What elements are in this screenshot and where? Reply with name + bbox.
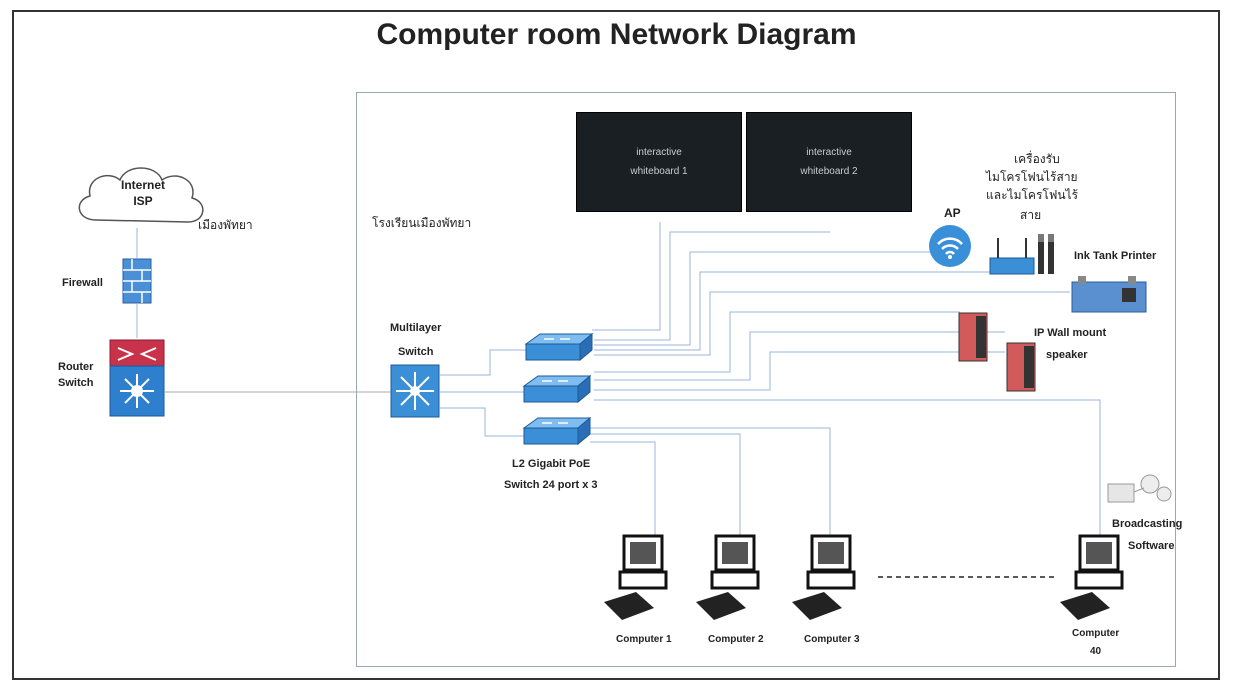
mic-receiver-line1: เครื่องรับ <box>1014 152 1060 166</box>
computer-40-label: Computer <box>1072 628 1120 639</box>
link-sw-speaker3 <box>594 351 1005 391</box>
city-label: เมืองพัทยา <box>198 218 253 232</box>
link-sw-printer <box>594 291 1070 356</box>
link-sw-pc3 <box>590 427 831 540</box>
link-sw-speaker2 <box>594 331 1005 381</box>
mic-receiver-line3: และไมโครโฟนไร้ <box>986 188 1079 202</box>
computer-1-label: Computer 1 <box>616 634 672 645</box>
l2-switch-label-line1: L2 Gigabit PoE <box>512 458 591 470</box>
printer-label: Ink Tank Printer <box>1074 250 1157 262</box>
computer-40-number: 40 <box>1090 646 1102 657</box>
whiteboard-2-line2: whiteboard 2 <box>800 166 858 177</box>
multilayer-label-line2: Switch <box>398 346 434 358</box>
router-label-line2: Switch <box>58 377 94 389</box>
whiteboard-1-line1: interactive <box>636 147 682 158</box>
interactive-whiteboard-2: interactive whiteboard 2 <box>746 112 912 212</box>
computer-1-icon <box>604 534 668 620</box>
link-sw-pc1 <box>590 441 656 540</box>
ap-label: AP <box>944 206 961 220</box>
printer-icon <box>1071 276 1147 313</box>
mic-receiver-line2: ไมโครโฟนไร้สาย <box>986 170 1078 184</box>
broadcasting-label-line1: Broadcasting <box>1112 518 1183 530</box>
link-sw-pc2 <box>590 433 741 540</box>
computer-3-label: Computer 3 <box>804 634 860 645</box>
isp-label: ISP <box>133 194 153 208</box>
speaker-label-line1: IP Wall mount <box>1034 327 1107 339</box>
link-sw-wb1 <box>592 222 661 331</box>
link-ml-switch1 <box>440 349 530 376</box>
school-label: โรงเรียนเมืองพัทยา <box>372 216 472 230</box>
wireless-mic-receiver-icon <box>989 234 1054 275</box>
whiteboard-2-line1: interactive <box>806 147 852 158</box>
link-sw-wb2 <box>594 231 830 341</box>
router-label-line1: Router <box>58 361 94 373</box>
firewall-label: Firewall <box>62 277 103 289</box>
firewall-icon <box>122 258 152 304</box>
l2-switch-1-icon <box>524 332 594 362</box>
computer-3-icon <box>792 534 856 620</box>
link-sw-mic <box>594 271 1000 351</box>
diagram-title: Computer room Network Diagram <box>376 18 857 51</box>
speaker-2-icon <box>1006 342 1036 392</box>
link-sw-speaker1 <box>594 311 960 373</box>
broadcasting-label-line2: Software <box>1128 540 1175 552</box>
interactive-whiteboard-1: interactive whiteboard 1 <box>576 112 742 212</box>
speaker-label-line2: speaker <box>1046 349 1088 361</box>
wifi-ap-icon <box>929 225 971 267</box>
computer-2-label: Computer 2 <box>708 634 764 645</box>
broadcasting-software-icon <box>1107 474 1172 503</box>
mic-receiver-line4: สาย <box>1020 208 1042 222</box>
link-sw-pc40 <box>594 399 1101 540</box>
outer-frame <box>12 10 1220 680</box>
whiteboard-1-line2: whiteboard 1 <box>630 166 688 177</box>
link-ml-switch3 <box>440 407 528 437</box>
l2-switch-3-icon <box>522 416 592 446</box>
router-switch-icon <box>109 339 165 417</box>
internet-label: Internet <box>120 178 165 192</box>
speaker-1-icon <box>958 312 988 362</box>
multilayer-label-line1: Multilayer <box>390 322 442 334</box>
link-sw-ap <box>594 251 930 346</box>
cloud-icon <box>78 167 204 223</box>
computer-40-icon <box>1060 534 1124 620</box>
l2-switch-2-icon <box>522 374 592 404</box>
l2-switch-label-line2: Switch 24 port x 3 <box>504 479 598 491</box>
multilayer-switch-icon <box>390 364 440 418</box>
school-boundary <box>356 92 1176 667</box>
computer-2-icon <box>696 534 760 620</box>
